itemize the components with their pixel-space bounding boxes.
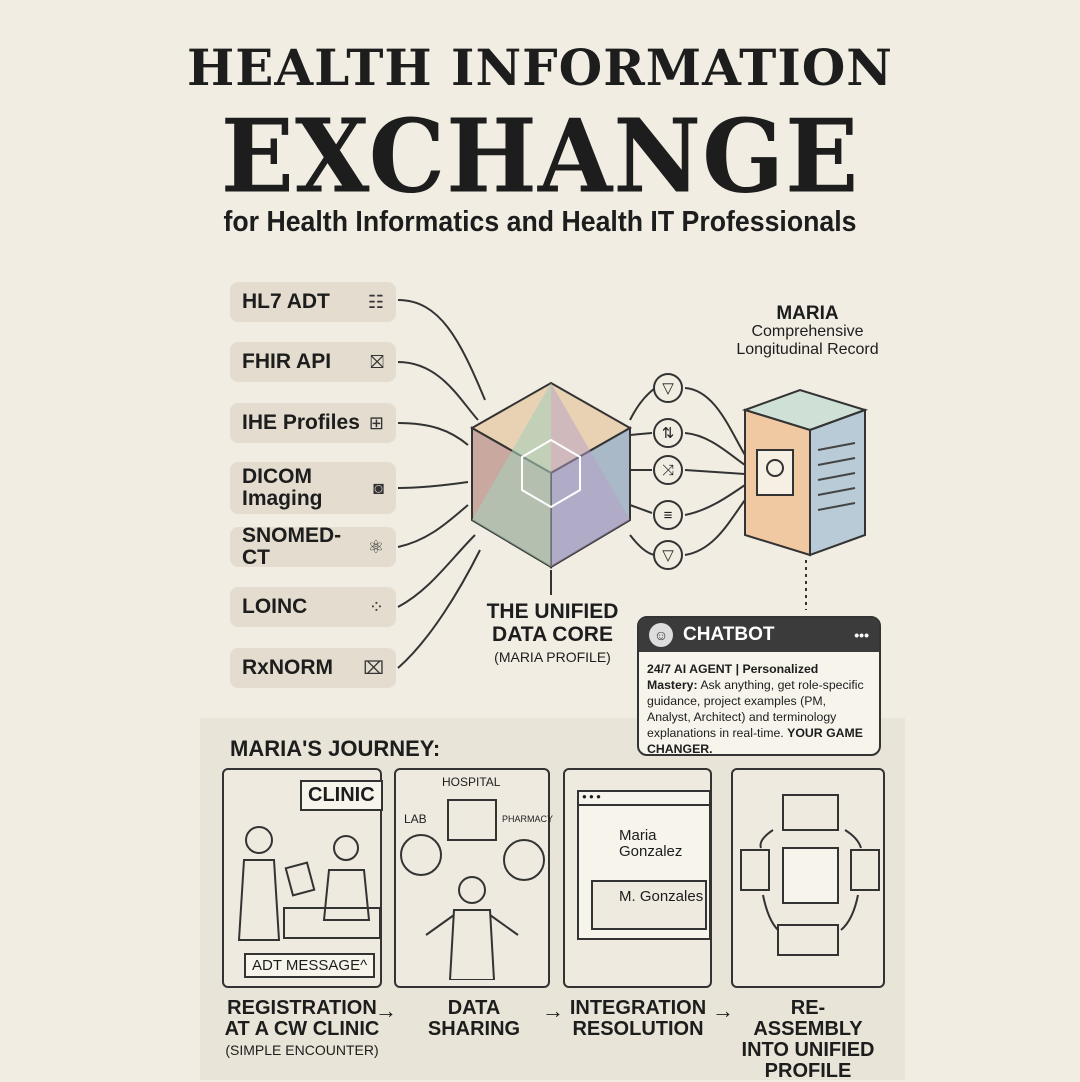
chatbot-header: ☺ CHATBOT ••• — [639, 618, 879, 652]
source-label: LOINC — [242, 595, 308, 618]
hospital-label: HOSPITAL — [442, 775, 501, 789]
arrow-icon: → — [542, 998, 564, 1023]
data-sharing-illustration — [400, 799, 545, 980]
atom-icon: ⚛ — [367, 537, 384, 557]
pharmacy-icon — [503, 839, 545, 881]
source-label: RxNORM — [242, 656, 334, 679]
list-nodes-icon: ☷ — [367, 292, 384, 312]
flow-arrow — [397, 299, 486, 401]
arrow-icon: → — [712, 998, 734, 1023]
journey-panel-reassembly — [731, 768, 885, 988]
core-label-sub: (MARIA PROFILE) — [494, 649, 611, 665]
unified-data-core-cube — [469, 381, 633, 569]
subtitle: for Health Informatics and Health IT Pro… — [223, 206, 857, 238]
source-hl7-adt: HL7 ADT ☷ — [230, 282, 396, 322]
record-window: ● ● ● Maria Gonzalez M. Gonzales — [577, 790, 711, 940]
flow-arrow — [397, 534, 476, 608]
chatbot-title: CHATBOT — [683, 624, 775, 645]
menu-dots-icon[interactable]: ••• — [854, 627, 869, 643]
maria-record-box — [741, 388, 869, 557]
flow-arrow — [397, 361, 479, 421]
journey-panel-registration: CLINIC ADT MESSAGE^ — [222, 768, 383, 988]
source-label: SNOMED-CT — [242, 524, 342, 569]
record-line: Comprehensive — [751, 323, 864, 340]
chatbot-tagline: YOUR GAME CHANGER. — [647, 726, 863, 756]
step-line: RESOLUTION — [572, 1018, 704, 1040]
flow-arrow — [397, 422, 469, 446]
clinic-sign: CLINIC — [300, 780, 383, 811]
flow-arrow — [397, 481, 469, 489]
name-variant-1: Maria Gonzalez — [619, 827, 683, 860]
molecule-icon: ⁘ — [368, 597, 384, 617]
record-line: Longitudinal Record — [736, 341, 879, 358]
lab-icon — [400, 834, 442, 876]
source-label: IHE Profiles — [242, 411, 360, 434]
reassembly-illustration — [740, 794, 880, 956]
record-name: MARIA — [776, 303, 839, 324]
lab-label: LAB — [404, 812, 427, 826]
source-label: HL7 ADT — [242, 290, 330, 313]
journey-panel-data-sharing: HOSPITAL LAB PHARMACY — [394, 768, 554, 988]
step-line: AT A CW CLINIC — [224, 1018, 380, 1040]
filter-icon: ▽ — [653, 540, 683, 570]
pill-icon: ⌧ — [363, 658, 384, 678]
flow-diagram — [397, 299, 869, 669]
source-dicom-imaging: DICOM Imaging ◙ — [230, 462, 396, 514]
step-line: (SIMPLE ENCOUNTER) — [225, 1042, 379, 1058]
source-snomed-ct: SNOMED-CT ⚛ — [230, 524, 396, 569]
source-label: DICOM Imaging — [242, 465, 323, 510]
core-label: THE UNIFIED DATA CORE (MARIA PROFILE) — [470, 600, 635, 669]
flow-arrow — [397, 504, 469, 548]
title-line-2: EXCHANGE — [220, 97, 860, 216]
chatbot-headline: 24/7 AI AGENT | Personalized Mastery: — [647, 662, 819, 692]
hospital-icon — [447, 799, 497, 841]
network-icon: ⛝ — [370, 352, 384, 372]
pharmacy-label: PHARMACY — [502, 814, 554, 824]
step-line: PROFILE — [764, 1060, 852, 1082]
source-label: FHIR API — [242, 350, 332, 373]
step-line: REGISTRATION — [227, 997, 377, 1019]
source-loinc: LOINC ⁘ — [230, 587, 396, 627]
swap-icon: ⇅ — [653, 418, 683, 448]
record-label: MARIA Comprehensive Longitudinal Record — [720, 303, 895, 359]
core-label-line: THE UNIFIED — [486, 600, 619, 623]
name-variant-2: M. Gonzales — [619, 888, 704, 905]
title-line-1: HEALTH INFORMATION — [186, 38, 894, 97]
adt-message-label: ADT MESSAGE^ — [244, 953, 376, 978]
chatbot-panel[interactable]: ☺ CHATBOT ••• 24/7 AI AGENT | Personaliz… — [637, 616, 881, 756]
profile-photo-icon — [756, 449, 794, 496]
avatar-icon: ☺ — [649, 623, 673, 647]
step-line: DATA — [447, 997, 501, 1019]
step-line: INTO UNIFIED — [741, 1039, 875, 1061]
source-fhir-api: FHIR API ⛝ — [230, 342, 396, 382]
registration-illustration — [237, 826, 380, 941]
source-rxnorm: RxNORM ⌧ — [230, 648, 396, 688]
journey-title: MARIA'S JOURNEY: — [230, 736, 441, 761]
arrow-icon: → — [375, 998, 397, 1023]
sort-icon: ≡ — [653, 500, 683, 530]
journey-panel-integration: ● ● ● Maria Gonzalez M. Gonzales — [563, 768, 712, 988]
step-line: RE-ASSEMBLY — [753, 997, 863, 1040]
hierarchy-icon: ⊞ — [368, 413, 384, 433]
source-ihe-profiles: IHE Profiles ⊞ — [230, 403, 396, 443]
core-label-line: DATA CORE — [492, 623, 613, 646]
shuffle-icon: ⤨ — [653, 455, 683, 485]
step-line: SHARING — [427, 1018, 521, 1040]
camera-icon: ◙ — [373, 478, 384, 498]
chatbot-message: 24/7 AI AGENT | Personalized Mastery: As… — [639, 652, 879, 766]
flow-arrow — [397, 549, 481, 669]
filter-icon: ▽ — [653, 373, 683, 403]
chatbot-body: Ask anything, get role-specific guidance… — [647, 678, 864, 740]
step-line: INTEGRATION — [569, 997, 707, 1019]
